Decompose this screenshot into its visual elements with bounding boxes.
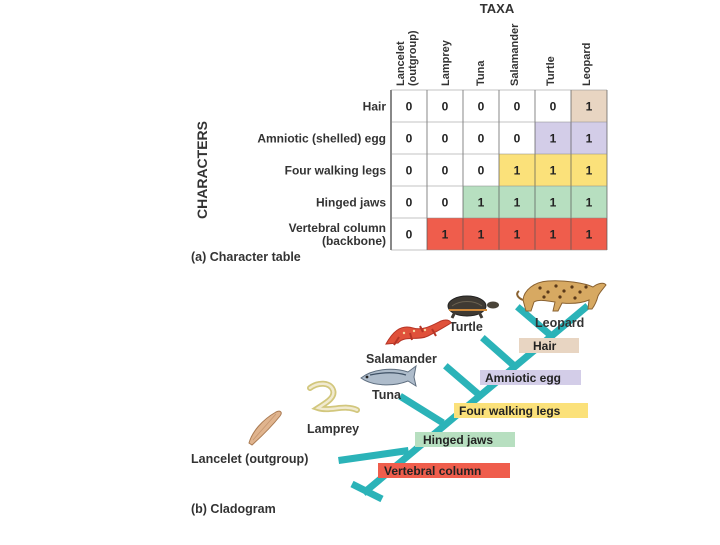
cell-r1-c4: 1 (550, 132, 557, 146)
character-label-4-line-0: Vertebral column (289, 221, 386, 235)
taxon-label-salamander: Salamander (366, 352, 437, 366)
jaws-label-bg (415, 432, 515, 447)
legs-label-text: Four walking legs (459, 404, 561, 418)
hair-label-bg (519, 338, 579, 353)
cell-r1-c1: 0 (442, 132, 449, 146)
taxon-header-lancelet-line2: (outgroup) (407, 30, 419, 86)
cell-r0-c5: 1 (586, 100, 593, 114)
jaws-label: Hinged jaws (415, 432, 515, 447)
character-label-0: Hair (363, 100, 387, 114)
character-band-0 (571, 90, 607, 122)
salamander-illustration (385, 319, 452, 346)
cell-r0-c1: 0 (442, 100, 449, 114)
character-label-4: Vertebral column(backbone) (289, 221, 386, 248)
taxon-header-turtle: Turtle (545, 56, 557, 86)
characters-header: CHARACTERS (194, 121, 210, 219)
cell-r2-c0: 0 (406, 164, 413, 178)
egg-label-text: Amniotic egg (485, 371, 561, 385)
table-caption: (a) Character table (191, 250, 301, 264)
cell-r4-c2: 1 (478, 228, 485, 242)
egg-label: Amniotic egg (480, 370, 581, 385)
character-label-0-line-0: Hair (363, 100, 387, 114)
taxon-header-lamprey: Lamprey (440, 39, 452, 86)
character-label-3: Hinged jaws (316, 196, 386, 210)
cell-r3-c0: 0 (406, 196, 413, 210)
taxon-header-lancelet-line1: Lancelet (395, 41, 407, 86)
cell-r3-c4: 1 (550, 196, 557, 210)
legs-label: Four walking legs (454, 403, 588, 418)
branch-5 (515, 304, 553, 338)
character-band-4 (427, 218, 607, 250)
branch-4 (480, 335, 516, 368)
cell-r1-c2: 0 (478, 132, 485, 146)
character-band-2 (499, 154, 607, 186)
cell-r2-c2: 0 (478, 164, 485, 178)
branch-3 (443, 363, 482, 398)
taxon-label-tuna: Tuna (372, 388, 402, 402)
branch-2 (398, 393, 445, 426)
taxon-header-leopard: Leopard (581, 43, 593, 86)
taxa-column-headers: Lancelet (outgroup) Lamprey Tuna Salaman… (395, 23, 593, 86)
hair-label-text: Hair (533, 339, 557, 353)
vertebral-label: Vertebral column (378, 463, 510, 478)
character-label-2: Four walking legs (285, 164, 387, 178)
branch-root-tick (350, 480, 384, 503)
cell-r4-c4: 1 (550, 228, 557, 242)
taxon-label-lamprey: Lamprey (307, 422, 359, 436)
character-table: 0 0 0 0 0 1 0 0 0 0 1 1 0 0 0 1 1 1 0 0 1 1 1 1 0 1 1 1 1 1 (390, 89, 608, 251)
vertebral-label-bg (378, 463, 510, 478)
cell-r1-c3: 0 (514, 132, 521, 146)
cell-r4-c3: 1 (514, 228, 521, 242)
cladogram-caption: (b) Cladogram (191, 502, 276, 516)
character-label-4-line-1: (backbone) (322, 234, 386, 248)
taxon-header-salamander: Salamander (509, 23, 521, 86)
cell-r3-c2: 1 (478, 196, 485, 210)
cell-r0-c2: 0 (478, 100, 485, 114)
character-label-1-line-0: Amniotic (shelled) egg (257, 132, 386, 146)
cell-r0-c4: 0 (550, 100, 557, 114)
cell-r2-c5: 1 (586, 164, 593, 178)
cell-r1-c5: 1 (586, 132, 593, 146)
egg-label-bg (480, 370, 581, 385)
turtle-illustration (447, 295, 499, 319)
leopard-illustration (516, 280, 607, 312)
cell-r4-c0: 0 (406, 228, 413, 242)
cell-r2-c4: 1 (550, 164, 557, 178)
cell-r3-c5: 1 (586, 196, 593, 210)
legs-label-bg (454, 403, 588, 418)
cell-r2-c1: 0 (442, 164, 449, 178)
jaws-label-text: Hinged jaws (423, 433, 493, 447)
character-label-1: Amniotic (shelled) egg (257, 132, 386, 146)
branch-1 (338, 447, 409, 464)
cell-r3-c1: 0 (442, 196, 449, 210)
taxon-label-leopard: Leopard (535, 316, 584, 330)
taxon-header-lancelet: Lancelet (outgroup) (395, 30, 419, 86)
cell-r0-c0: 0 (406, 100, 413, 114)
cell-r3-c3: 1 (514, 196, 521, 210)
cell-r4-c5: 1 (586, 228, 593, 242)
taxa-header: TAXA (480, 1, 515, 16)
tuna-illustration (360, 364, 417, 388)
cell-r4-c1: 1 (442, 228, 449, 242)
cell-r1-c0: 0 (406, 132, 413, 146)
taxon-label-turtle: Turtle (449, 320, 483, 334)
lamprey-illustration (307, 380, 360, 413)
taxon-header-tuna: Tuna (475, 60, 487, 86)
character-label-3-line-0: Hinged jaws (316, 196, 386, 210)
cell-r0-c3: 0 (514, 100, 521, 114)
vertebral-label-text: Vertebral column (384, 464, 481, 478)
taxon-label-lancelet: Lancelet (outgroup) (191, 452, 308, 466)
cell-r2-c3: 1 (514, 164, 521, 178)
hair-label: Hair (519, 338, 579, 353)
lancelet-illustration (248, 410, 282, 446)
character-label-2-line-0: Four walking legs (285, 164, 387, 178)
